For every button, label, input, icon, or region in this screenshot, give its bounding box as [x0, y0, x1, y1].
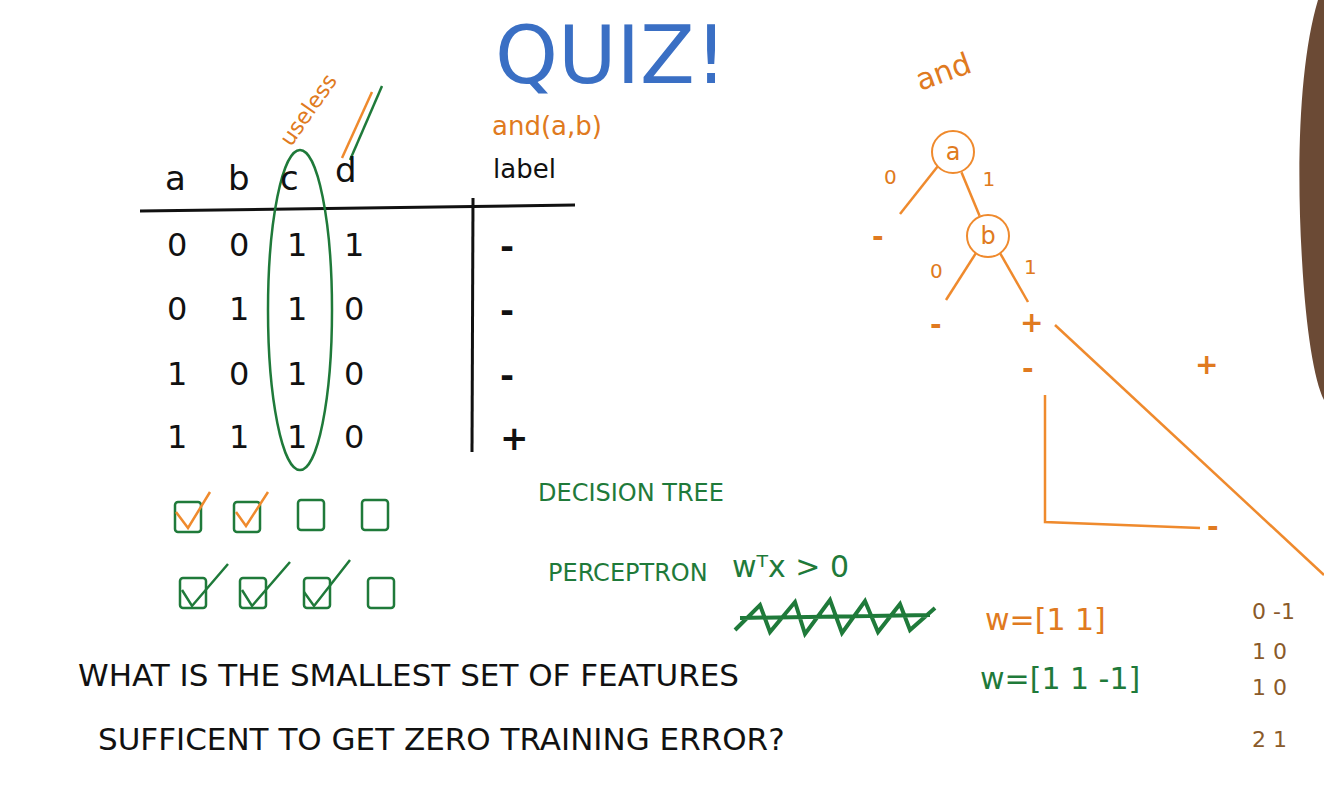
weight-vector: w=[1 1] [985, 603, 1106, 636]
branch-label: 1 [1024, 256, 1037, 278]
plot-point: - [1022, 354, 1034, 385]
node-text: b [980, 224, 995, 248]
node-text: a [946, 140, 961, 164]
branch-label: 0 [884, 166, 897, 188]
weight-vector: w=[1 1 -1] [980, 662, 1140, 695]
table-cell: 1 [287, 228, 307, 263]
tree-node-circle: b [966, 214, 1010, 258]
table-cell: 1 [167, 357, 187, 392]
table-cell: 1 [229, 420, 249, 455]
table-cell: 0 [229, 357, 249, 392]
table-cell: 0 [167, 228, 187, 263]
table-cell: 1 [287, 292, 307, 327]
quiz-title: QUIZ! [495, 12, 727, 100]
computed-value: 0 -1 [1252, 600, 1295, 624]
column-header: d [335, 152, 357, 189]
column-header: label [493, 155, 556, 184]
table-cell: - [500, 292, 514, 329]
question-text: SUFFICENT TO GET ZERO TRAINING ERROR? [98, 722, 785, 756]
plot-point: - [1207, 512, 1219, 543]
column-header: a [165, 160, 186, 197]
leaf-label: - [872, 222, 884, 253]
plot-point: + [1195, 350, 1218, 381]
table-cell: 1 [229, 292, 249, 327]
branch-label: 0 [930, 260, 943, 282]
table-cell: 1 [344, 228, 364, 263]
computed-value: 2 1 [1252, 728, 1287, 752]
table-cell: 1 [167, 420, 187, 455]
method-name: DECISION TREE [538, 480, 724, 506]
tree-title: and [911, 46, 975, 96]
column-header: b [228, 160, 250, 197]
table-cell: 0 [167, 292, 187, 327]
method-name: PERCEPTRON [548, 560, 708, 586]
tree-node-circle: a [931, 130, 975, 174]
branch-label: 1 [983, 168, 996, 190]
column-header: c [280, 160, 299, 197]
table-cell: 0 [344, 357, 364, 392]
leaf-label: - [930, 310, 942, 341]
table-cell: 0 [344, 292, 364, 327]
computed-value: 1 0 [1252, 676, 1287, 700]
table-cell: - [500, 357, 514, 394]
annotation: and(a,b) [492, 112, 602, 141]
tree-branch [961, 172, 979, 215]
table-cell: + [500, 420, 529, 457]
table-cell: 0 [344, 420, 364, 455]
table-cell: 0 [229, 228, 249, 263]
formula: wᵀx > 0 [732, 550, 849, 583]
table-cell: 1 [287, 420, 307, 455]
table-cell: - [500, 228, 514, 265]
question-text: WHAT IS THE SMALLEST SET OF FEATURES [78, 658, 739, 692]
computed-value: 1 0 [1252, 640, 1287, 664]
leaf-label: + [1020, 308, 1043, 339]
table-cell: 1 [287, 357, 307, 392]
annotation: useless [275, 70, 342, 151]
